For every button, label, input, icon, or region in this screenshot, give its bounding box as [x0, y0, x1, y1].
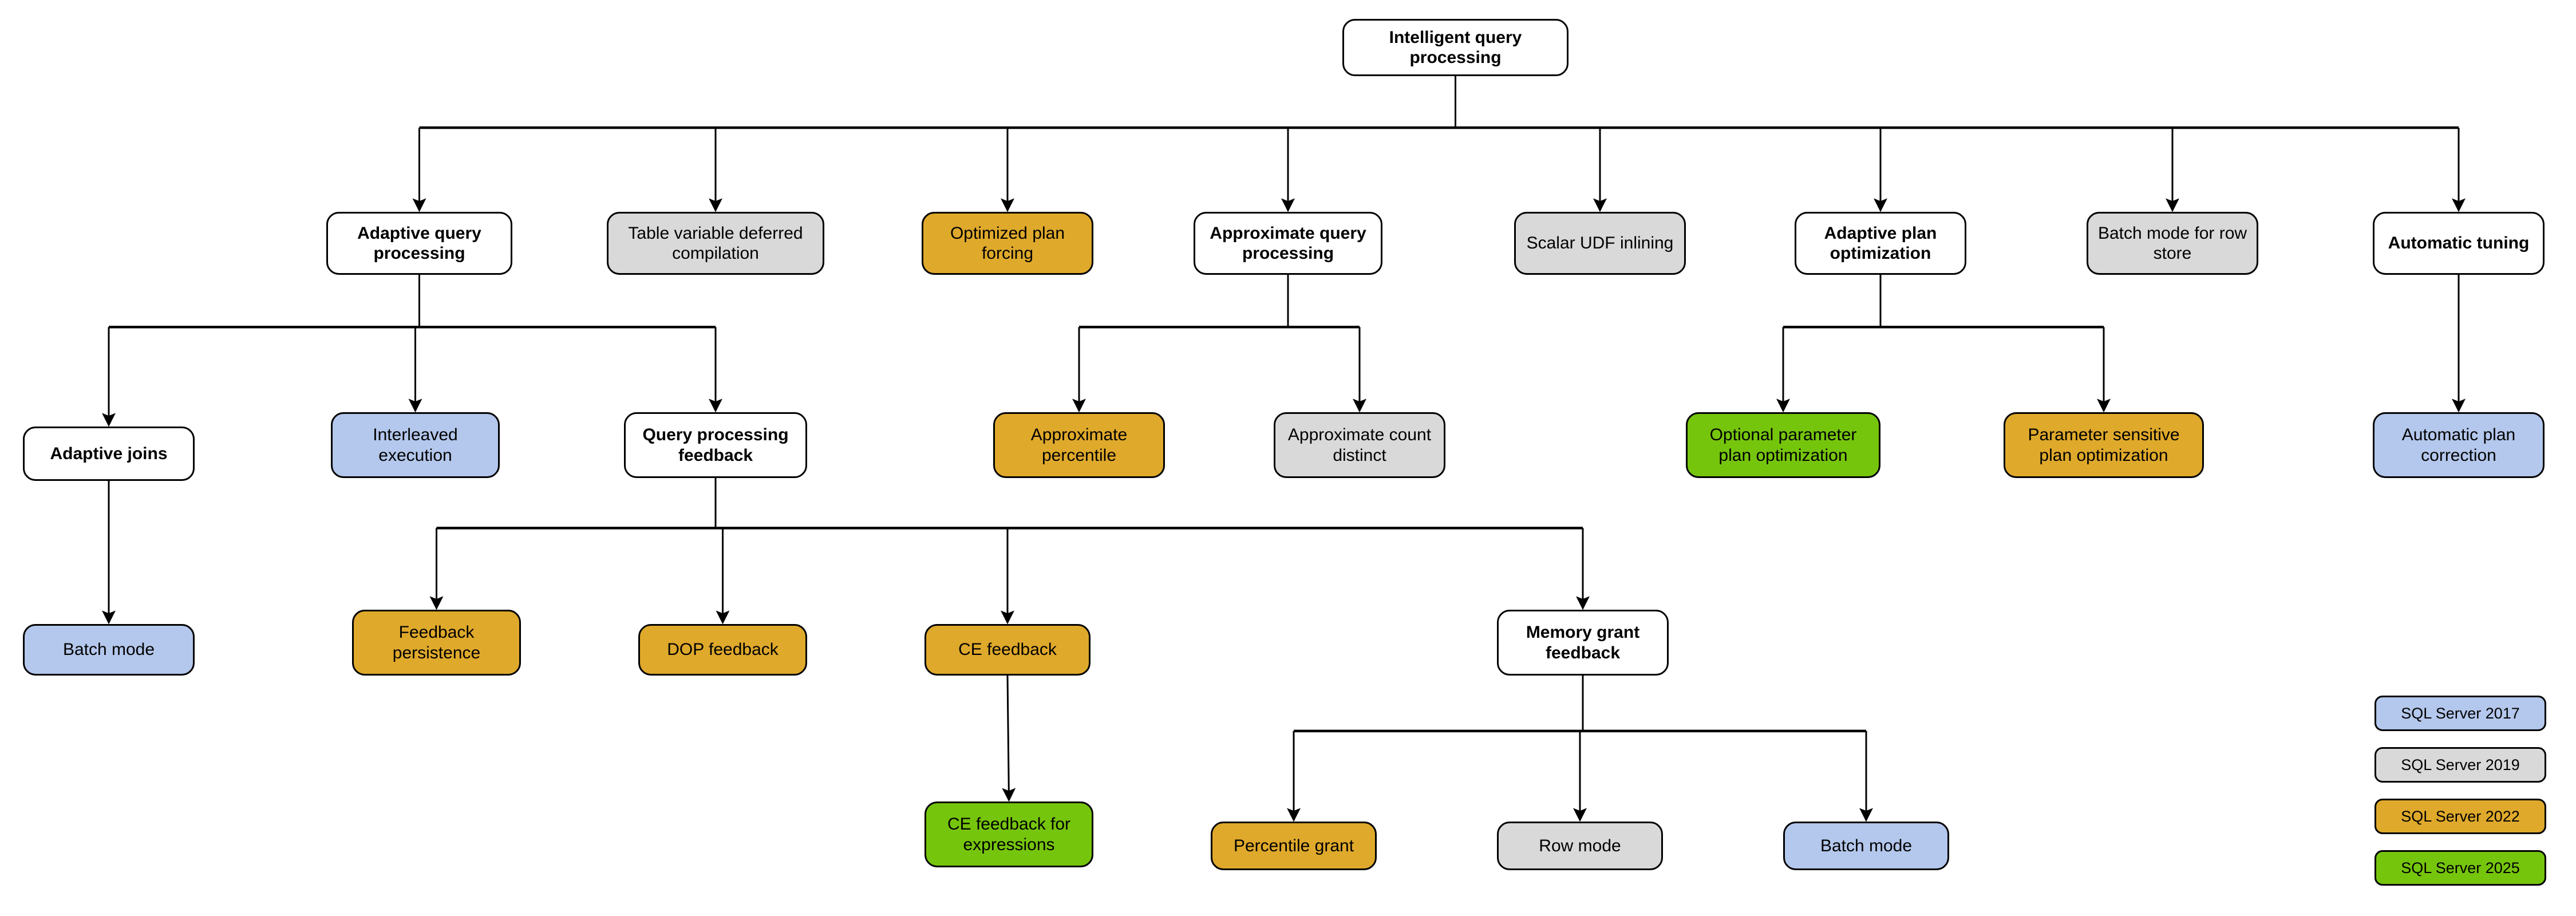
- node-scalar-udf-inlining[interactable]: Scalar UDF inlining: [1514, 212, 1686, 275]
- legend-item-sql-server-2022: SQL Server 2022: [2374, 799, 2546, 834]
- node-optimized-plan-forcing[interactable]: Optimized plan forcing: [922, 212, 1093, 275]
- node-dop-feedback[interactable]: DOP feedback: [638, 624, 807, 676]
- legend-item-sql-server-2025: SQL Server 2025: [2374, 850, 2546, 886]
- node-query-processing-feedback[interactable]: Query processing feedback: [624, 412, 807, 478]
- node-batch-mode-for-row-store[interactable]: Batch mode for row store: [2087, 212, 2258, 275]
- node-ce-feedback[interactable]: CE feedback: [924, 624, 1091, 676]
- node-parameter-sensitive-plan-optimization[interactable]: Parameter sensitive plan optimization: [2004, 412, 2204, 478]
- node-memory-grant-feedback[interactable]: Memory grant feedback: [1497, 610, 1669, 676]
- node-intelligent-query-processing[interactable]: Intelligent query processing: [1342, 19, 1568, 76]
- node-adaptive-query-processing[interactable]: Adaptive query processing: [326, 212, 512, 275]
- node-optional-parameter-plan-optimization[interactable]: Optional parameter plan optimization: [1686, 412, 1880, 478]
- node-feedback-persistence[interactable]: Feedback persistence: [352, 610, 521, 676]
- node-batch-mode[interactable]: Batch mode: [1783, 822, 1949, 870]
- legend-item-sql-server-2017: SQL Server 2017: [2374, 696, 2546, 731]
- node-batch-mode[interactable]: Batch mode: [23, 624, 195, 676]
- node-approximate-percentile[interactable]: Approximate percentile: [993, 412, 1165, 478]
- node-approximate-query-processing[interactable]: Approximate query processing: [1194, 212, 1382, 275]
- node-ce-feedback-for-expressions[interactable]: CE feedback for expressions: [924, 802, 1093, 867]
- node-automatic-plan-correction[interactable]: Automatic plan correction: [2373, 412, 2545, 478]
- node-row-mode[interactable]: Row mode: [1497, 822, 1663, 870]
- node-adaptive-joins[interactable]: Adaptive joins: [23, 427, 195, 481]
- node-approximate-count-distinct[interactable]: Approximate count distinct: [1274, 412, 1445, 478]
- legend-item-sql-server-2019: SQL Server 2019: [2374, 747, 2546, 783]
- node-percentile-grant[interactable]: Percentile grant: [1211, 822, 1377, 870]
- node-table-variable-deferred-compilation[interactable]: Table variable deferred compilation: [607, 212, 824, 275]
- node-interleaved-execution[interactable]: Interleaved execution: [331, 412, 500, 478]
- node-automatic-tuning[interactable]: Automatic tuning: [2373, 212, 2545, 275]
- node-adaptive-plan-optimization[interactable]: Adaptive plan optimization: [1795, 212, 1966, 275]
